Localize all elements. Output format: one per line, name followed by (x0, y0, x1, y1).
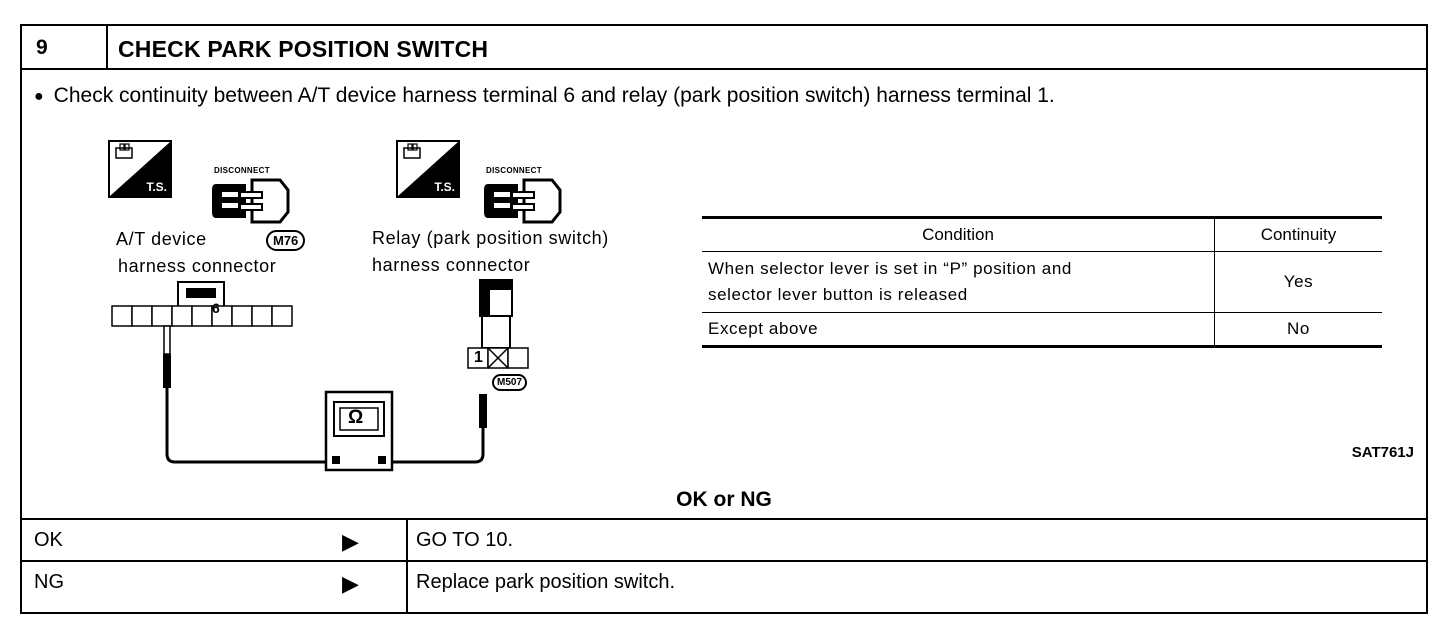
right-connector-label-1: Relay (park position switch) (372, 228, 609, 248)
left-connector-label-1: A/T device (116, 229, 207, 249)
result-row-ng: NG ▶ Replace park position switch. (22, 560, 1426, 614)
ts-triangle-icon (398, 142, 458, 196)
ts-label: T.S. (146, 180, 167, 194)
ts-triangle-icon (110, 142, 170, 196)
instruction-text: Check continuity between A/T device harn… (53, 84, 1055, 107)
ts-label: T.S. (434, 180, 455, 194)
condition-cell: When selector lever is set in “P” positi… (702, 251, 1215, 313)
ohm-meter-symbol: Ω (348, 407, 364, 428)
result-key: NG (34, 571, 64, 593)
ts-tester-icon: T.S. (108, 140, 172, 198)
disconnect-icon (212, 178, 290, 224)
step-frame: 9 CHECK PARK POSITION SWITCH ● Check cont… (20, 24, 1428, 614)
left-terminal-number: 6 (212, 300, 221, 316)
instruction: ● Check continuity between A/T device har… (34, 84, 1055, 108)
condition-line-1: When selector lever is set in “P” positi… (708, 259, 1072, 278)
wiring-lines (111, 279, 529, 472)
ts-tester-icon: T.S. (396, 140, 460, 198)
continuity-condition-table: Condition Continuity When selector lever… (702, 216, 1382, 348)
header-continuity: Continuity (1214, 216, 1382, 252)
table-row: When selector lever is set in “P” positi… (702, 251, 1382, 313)
step-title: CHECK PARK POSITION SWITCH (108, 26, 1426, 70)
disconnect-icon (484, 178, 562, 224)
header-condition: Condition (702, 216, 1215, 252)
right-connector-code: M507 (492, 374, 528, 391)
right-terminal-number: 1 (474, 349, 484, 366)
left-connector-label-2: harness connector (118, 256, 277, 276)
condition-cell: Except above (702, 312, 1215, 348)
table-row: Except above No (702, 312, 1382, 348)
result-row-ok: OK ▶ GO TO 10. (22, 518, 1426, 560)
figure-code: SAT761J (1351, 444, 1414, 461)
table-header-row: Condition Continuity (702, 216, 1382, 252)
result-key: OK (34, 529, 63, 551)
result-action: Replace park position switch. (416, 571, 676, 593)
disconnect-label: DISCONNECT (214, 166, 270, 175)
bullet-icon: ● (34, 88, 44, 105)
left-connector-code: M76 (266, 230, 306, 251)
condition-line-2: selector lever button is released (708, 285, 968, 304)
right-connector-label-2: harness connector (372, 255, 531, 275)
arrow-right-icon: ▶ (342, 571, 359, 596)
arrow-right-icon: ▶ (342, 529, 359, 554)
result-heading: OK or NG (676, 488, 772, 511)
wiring-diagram: T.S. DISCONNECT T.S. DISCONNECT (82, 128, 722, 488)
disconnect-label: DISCONNECT (486, 166, 542, 175)
continuity-cell: Yes (1214, 251, 1382, 313)
result-action: GO TO 10. (416, 529, 514, 551)
step-number: 9 (22, 26, 108, 70)
continuity-cell: No (1214, 312, 1382, 348)
